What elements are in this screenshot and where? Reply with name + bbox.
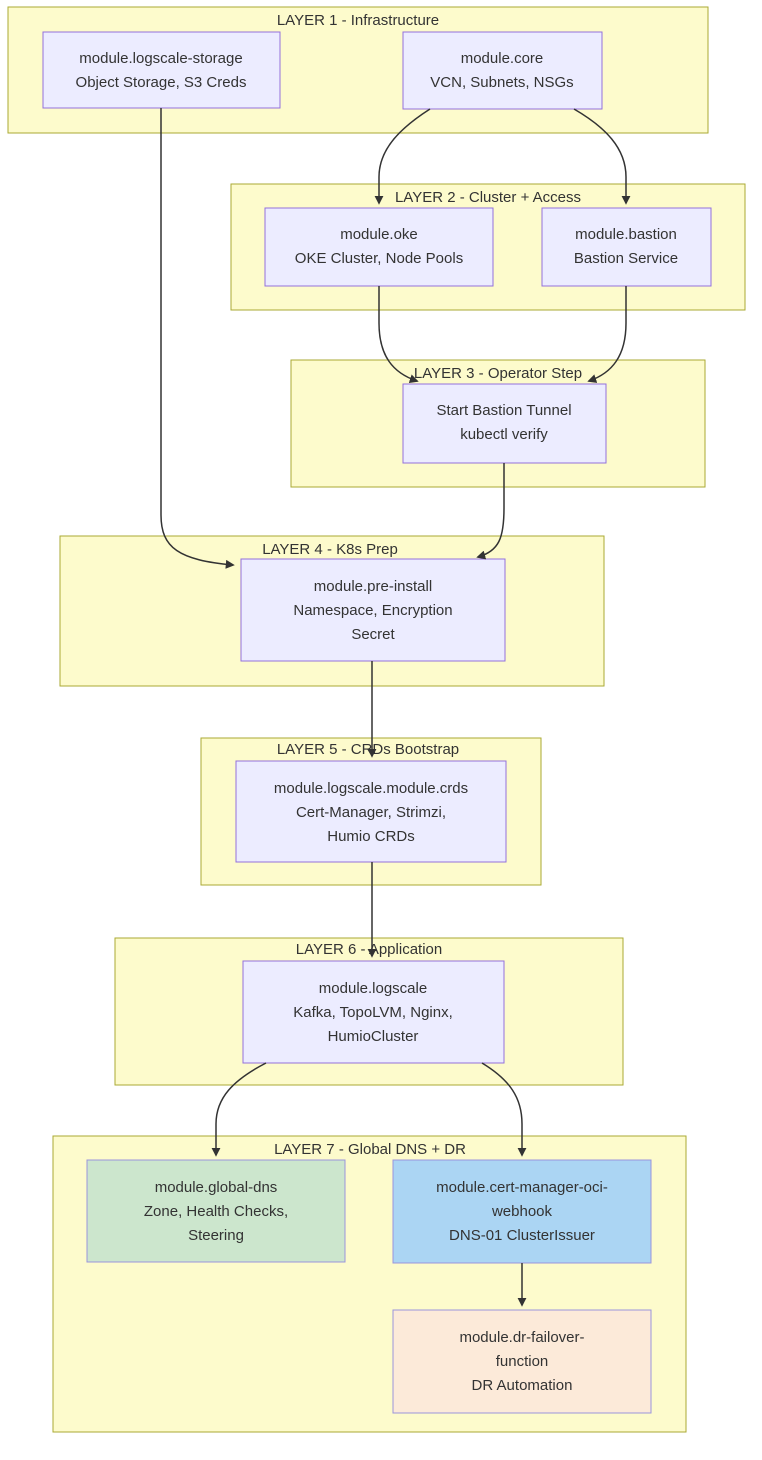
node-label-line: module.logscale.module.crds <box>274 780 468 797</box>
node-label-line: Secret <box>351 626 395 643</box>
edge-core-to-bastion <box>573 108 631 205</box>
edge-logscale-to-certwebhook <box>481 1062 527 1157</box>
node-label-line: module.logscale-storage <box>79 50 242 67</box>
node-label-line: Cert-Manager, Strimzi, <box>296 804 446 821</box>
node-module-logscale: module.logscale Kafka, TopoLVM, Nginx, H… <box>242 960 505 1064</box>
layer-2-label: LAYER 2 - Cluster + Access <box>395 189 581 206</box>
node-module-logscale-crds: module.logscale.module.crds Cert-Manager… <box>235 760 507 863</box>
node-module-oke: module.oke OKE Cluster, Node Pools <box>264 207 494 287</box>
node-module-dr-failover-function: module.dr-failover- function DR Automati… <box>392 1309 652 1414</box>
node-module-global-dns: module.global-dns Zone, Health Checks, S… <box>86 1159 346 1263</box>
layer-7-label: LAYER 7 - Global DNS + DR <box>274 1141 466 1158</box>
node-label-line: HumioCluster <box>328 1028 419 1045</box>
node-label-line: module.dr-failover- <box>459 1329 584 1346</box>
node-module-logscale-crds-box <box>235 760 507 863</box>
edge-logscale-to-globaldns <box>211 1062 267 1157</box>
layer-3-label: LAYER 3 - Operator Step <box>414 365 582 382</box>
node-label-line: Bastion Service <box>574 250 678 267</box>
node-start-bastion-tunnel: Start Bastion Tunnel kubectl verify <box>402 383 607 464</box>
node-label-line: module.cert-manager-oci- <box>436 1179 608 1196</box>
edge-tunnel-to-preinstall <box>476 463 505 560</box>
node-label-line: webhook <box>491 1203 553 1220</box>
node-label-line: VCN, Subnets, NSGs <box>430 74 573 91</box>
node-module-core-box <box>402 31 603 110</box>
node-label-line: DR Automation <box>472 1377 573 1394</box>
node-module-cert-manager-oci-webhook-box <box>392 1159 652 1264</box>
node-module-dr-failover-function-box <box>392 1309 652 1414</box>
node-label-line: Steering <box>188 1227 244 1244</box>
node-module-oke-box <box>264 207 494 287</box>
node-module-pre-install-box <box>240 558 506 662</box>
node-module-logscale-storage-box <box>42 31 281 109</box>
node-module-pre-install: module.pre-install Namespace, Encryption… <box>240 558 506 662</box>
node-label-line: kubectl verify <box>460 426 548 443</box>
node-label-line: module.global-dns <box>155 1179 278 1196</box>
edge-core-to-oke <box>374 108 431 205</box>
node-label-line: Zone, Health Checks, <box>144 1203 288 1220</box>
layer-5-label: LAYER 5 - CRDs Bootstrap <box>277 741 459 758</box>
node-module-bastion: module.bastion Bastion Service <box>541 207 712 287</box>
node-label-line: Humio CRDs <box>327 828 415 845</box>
node-module-logscale-storage: module.logscale-storage Object Storage, … <box>42 31 281 109</box>
node-label-line: module.core <box>461 50 544 67</box>
node-label-line: Kafka, TopoLVM, Nginx, <box>293 1004 453 1021</box>
node-label-line: Namespace, Encryption <box>293 602 452 619</box>
layer-6-label: LAYER 6 - Application <box>296 941 442 958</box>
node-label-line: DNS-01 ClusterIssuer <box>449 1227 595 1244</box>
node-module-logscale-box <box>242 960 505 1064</box>
edge-oke-to-tunnel <box>378 286 419 383</box>
node-start-bastion-tunnel-box <box>402 383 607 464</box>
node-label-line: OKE Cluster, Node Pools <box>295 250 463 267</box>
node-label-line: module.logscale <box>319 980 427 997</box>
node-module-bastion-box <box>541 207 712 287</box>
node-module-cert-manager-oci-webhook: module.cert-manager-oci- webhook DNS-01 … <box>392 1159 652 1264</box>
node-label-line: Object Storage, S3 Creds <box>76 74 247 91</box>
node-label-line: Start Bastion Tunnel <box>436 402 571 419</box>
node-module-global-dns-box <box>86 1159 346 1263</box>
edge-storage-to-preinstall <box>160 108 235 569</box>
node-label-line: module.pre-install <box>314 578 432 595</box>
layer-1-label: LAYER 1 - Infrastructure <box>277 12 439 29</box>
node-label-line: module.bastion <box>575 226 677 243</box>
node-label-line: function <box>496 1353 549 1370</box>
edge-bastion-to-tunnel <box>587 286 627 383</box>
layer-4-label: LAYER 4 - K8s Prep <box>262 541 398 558</box>
node-module-core: module.core VCN, Subnets, NSGs <box>402 31 603 110</box>
node-label-line: module.oke <box>340 226 418 243</box>
